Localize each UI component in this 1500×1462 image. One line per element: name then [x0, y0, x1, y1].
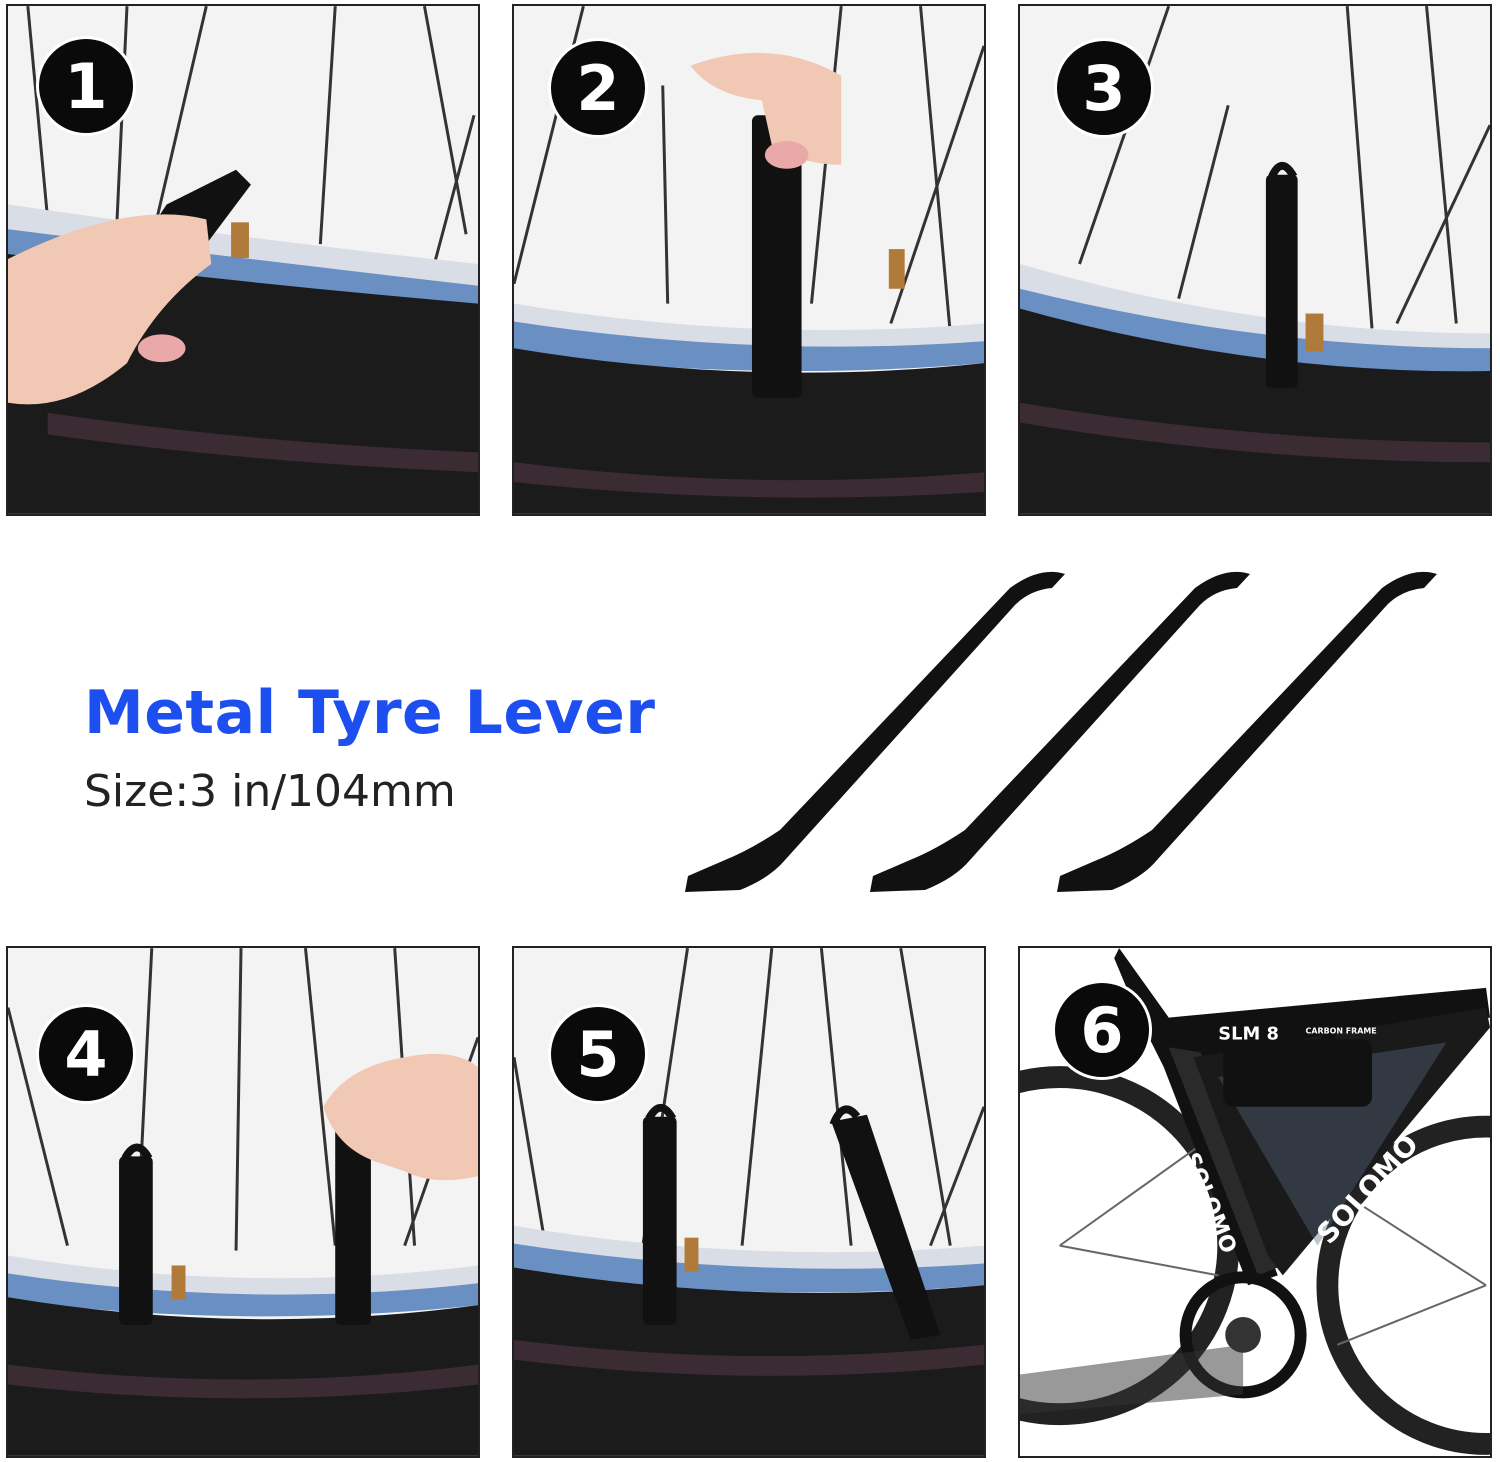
- frame-label: SLM 8: [1218, 1023, 1279, 1044]
- frame-sub-label: CARBON FRAME: [1306, 1026, 1377, 1035]
- product-size: Size:3 in/104mm: [84, 766, 456, 817]
- step-5-photo: 5: [512, 946, 986, 1458]
- step-3-scene: [1020, 6, 1490, 514]
- step-5-scene: [514, 948, 984, 1456]
- tyre-lever: [870, 571, 1250, 892]
- step-1-scene: [8, 6, 478, 514]
- step-badge: 1: [36, 36, 136, 136]
- step-6-photo: SLM 8 CARBON FRAME SOLOMO SOLOMO 6: [1018, 946, 1492, 1458]
- step-3-photo: 3: [1018, 4, 1492, 516]
- step-6-scene: SLM 8 CARBON FRAME SOLOMO SOLOMO: [1020, 948, 1490, 1455]
- step-2-photo: 2: [512, 4, 986, 516]
- step-badge: 3: [1054, 38, 1154, 138]
- tyre-levers-illustration: [685, 571, 1437, 892]
- step-badge: 2: [548, 38, 648, 138]
- step-badge: 5: [548, 1004, 648, 1104]
- step-4-scene: [8, 948, 478, 1456]
- step-2-scene: [514, 6, 984, 514]
- step-4-photo: 4: [6, 946, 480, 1458]
- tyre-lever: [1057, 571, 1437, 892]
- step-1-photo: 1: [6, 4, 480, 516]
- product-title: Metal Tyre Lever: [84, 678, 656, 748]
- step-badge: 4: [36, 1004, 136, 1104]
- tyre-lever: [685, 571, 1065, 892]
- step-badge: 6: [1052, 980, 1152, 1080]
